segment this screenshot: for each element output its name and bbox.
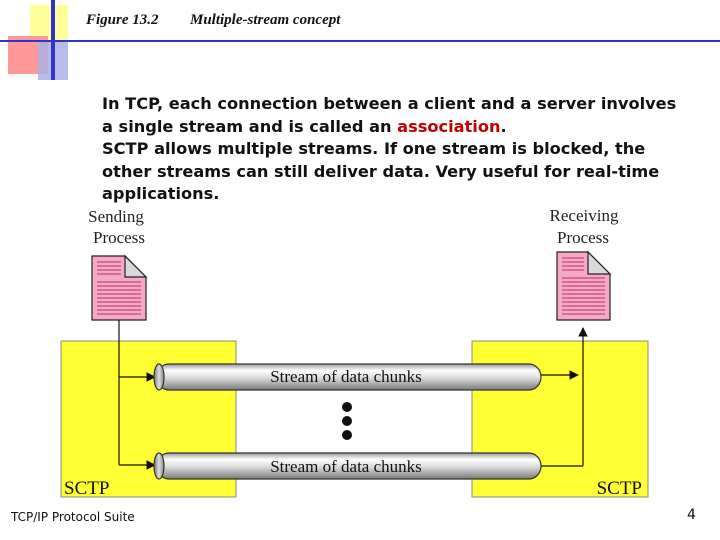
body-line-2-post: . bbox=[500, 116, 507, 136]
stream-tube-2 bbox=[153, 452, 542, 480]
figure-title: Figure 13.2 Multiple-stream concept bbox=[86, 12, 340, 29]
right-sctp-label: SCTP bbox=[597, 478, 642, 499]
sending-process-label-2: Process bbox=[93, 228, 145, 247]
body-line-1: In TCP, each connection between a client… bbox=[102, 94, 677, 113]
more-streams-dots bbox=[342, 402, 352, 440]
body-line-2: a single stream and is called an associa… bbox=[102, 116, 702, 139]
body-line-2-pre: a single stream and is called an bbox=[102, 116, 398, 136]
receiving-process-label-2: Process bbox=[557, 228, 609, 247]
left-sctp-label: SCTP bbox=[64, 478, 109, 499]
receiving-process-label-1: Receiving bbox=[550, 206, 619, 225]
stream-tube-1 bbox=[153, 363, 542, 391]
figure-caption: Multiple-stream concept bbox=[190, 12, 341, 28]
multiple-stream-diagram: Sending Process Receiving Process bbox=[60, 206, 649, 499]
sending-document-icon bbox=[91, 254, 148, 321]
receiving-document-icon bbox=[556, 250, 612, 321]
page-number: 4 bbox=[687, 507, 696, 523]
sending-process-label-1: Sending bbox=[88, 207, 144, 226]
figure-number: Figure 13.2 bbox=[86, 12, 159, 28]
stream-2-label: Stream of data chunks bbox=[270, 457, 422, 476]
association-term: association bbox=[397, 116, 501, 136]
footer-text: TCP/IP Protocol Suite bbox=[11, 510, 135, 524]
body-line-3: SCTP allows multiple streams. If one str… bbox=[102, 139, 646, 158]
body-line-4: other streams can still deliver data. Ve… bbox=[102, 161, 660, 181]
decor-blue-horizontal-line bbox=[0, 40, 720, 42]
body-line-5: applications. bbox=[102, 184, 220, 203]
stream-1-label: Stream of data chunks bbox=[270, 367, 422, 386]
body-text: In TCP, each connection between a client… bbox=[102, 93, 702, 206]
